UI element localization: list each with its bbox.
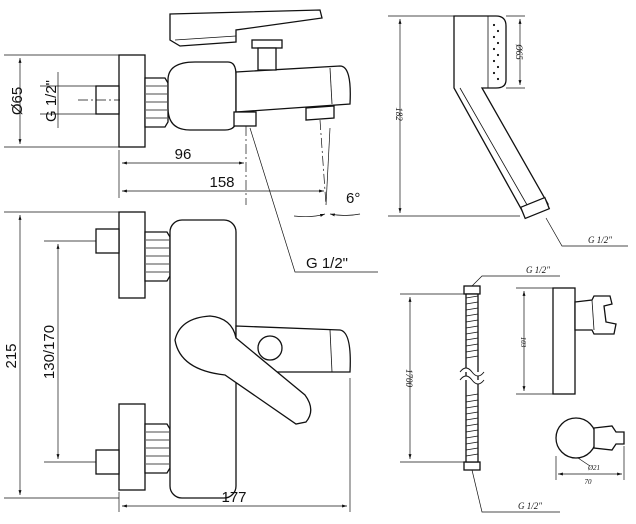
front-view: 215 130/170 177 — [3, 211, 351, 512]
holder-clip — [574, 295, 617, 335]
angle-label: 6° — [346, 190, 360, 207]
top-nut — [144, 231, 171, 282]
hose-thread-top-label: G 1/2" — [526, 265, 550, 275]
side-view: Ø65 G 1/2" 96 158 6° G 1/2" — [4, 9, 378, 273]
diverter-knob — [257, 47, 277, 71]
holder-view: 103 Ø21 70 — [516, 287, 625, 486]
height-215-label: 215 — [3, 343, 20, 368]
bottom-flange — [118, 403, 146, 491]
shower-thread-label: G 1/2" — [588, 235, 612, 245]
spacing-label: 130/170 — [41, 325, 58, 379]
holder-plate — [552, 287, 576, 395]
hose-view: G 1/2" G 1/2" 1700 — [400, 265, 560, 513]
hand-shower — [453, 15, 549, 215]
wall-flange — [118, 54, 146, 148]
front-lever — [174, 315, 312, 425]
bottom-inlet — [95, 449, 120, 475]
lever-handle — [169, 9, 323, 47]
holder-clip-bottom — [593, 425, 625, 451]
mixer-body — [167, 61, 237, 131]
bottom-nut — [144, 423, 171, 474]
width-96-label: 96 — [175, 146, 192, 163]
holder-width-label: 70 — [585, 478, 593, 486]
side-thread-label: G 1/2" — [43, 80, 60, 122]
hose-top-nut — [463, 285, 481, 295]
hose-winding — [465, 295, 479, 457]
shower-face-holes — [492, 23, 500, 81]
hose-bottom-nut — [463, 461, 481, 471]
top-flange — [118, 211, 146, 299]
holder-diameter-label: Ø21 — [587, 464, 600, 472]
holder-height-label: 103 — [519, 337, 527, 348]
shower-length-label: 182 — [394, 107, 404, 121]
width-177-label: 177 — [221, 489, 246, 506]
hose-thread-bottom-label: G 1/2" — [518, 501, 542, 511]
diverter-knob-top — [251, 39, 283, 49]
outlet-thread-label: G 1/2" — [306, 255, 348, 272]
connector-nut — [144, 77, 169, 128]
top-inlet — [95, 228, 120, 254]
shower-diameter-label: Ø65 — [514, 43, 524, 60]
spout — [235, 65, 351, 113]
side-diameter-label: Ø65 — [9, 87, 26, 115]
hose-length-label: 1700 — [404, 369, 414, 388]
width-158-label: 158 — [209, 174, 234, 191]
holder-circle — [555, 417, 597, 459]
shower-connector — [519, 196, 551, 220]
front-diverter — [257, 335, 283, 361]
hand-shower-view: Ø65 182 G 1/2" — [388, 15, 628, 247]
shower-outlet — [233, 111, 257, 127]
bath-outlet — [305, 105, 335, 121]
